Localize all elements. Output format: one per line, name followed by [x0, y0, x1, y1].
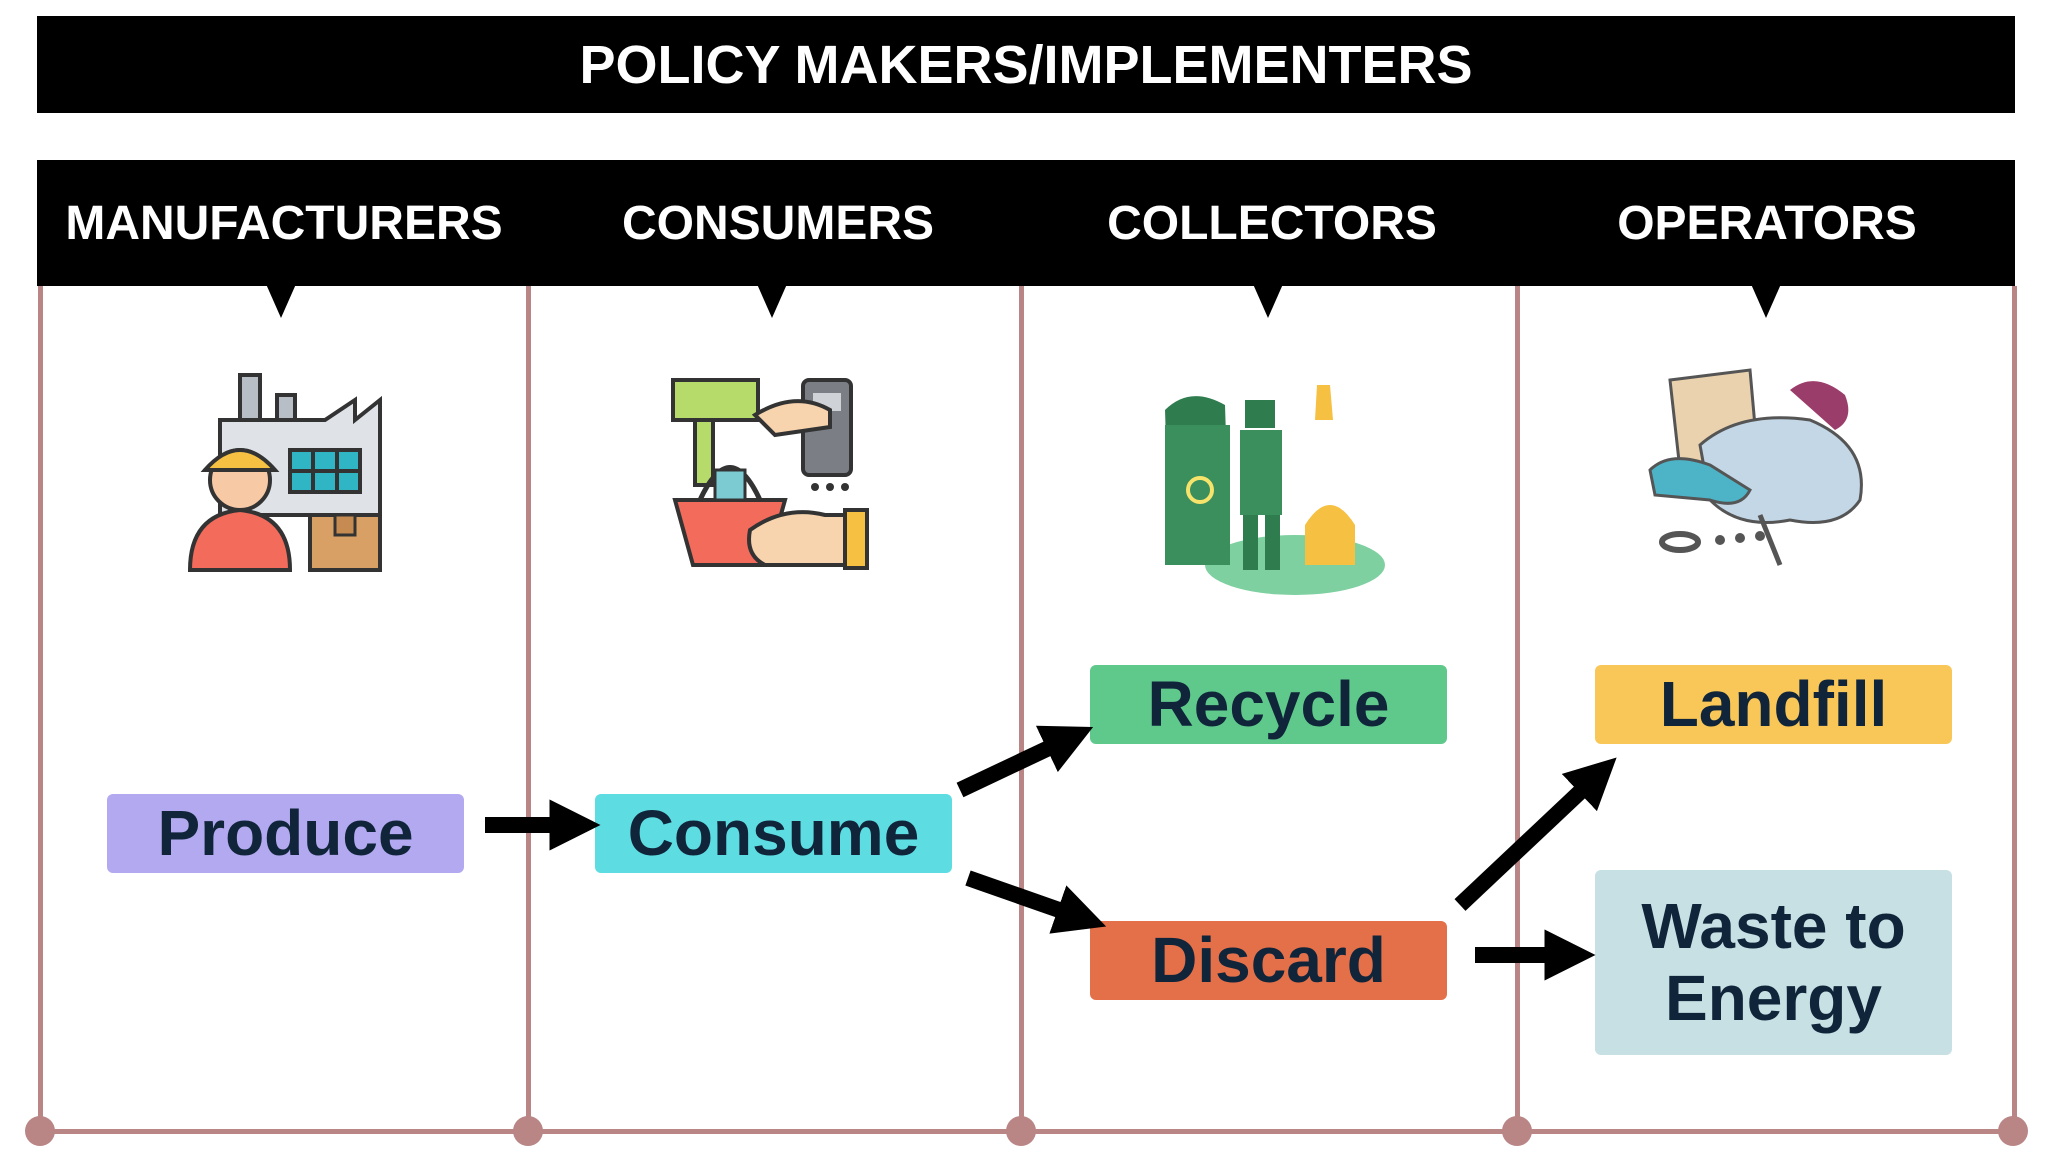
waste-pile-icon: [1648, 368, 1863, 566]
stage-recycle: Recycle: [1090, 665, 1447, 744]
stage-waste-to-energy: Waste to Energy: [1595, 870, 1952, 1055]
lane-divider-3: [1515, 286, 1520, 1132]
baseline-dot: [1006, 1116, 1036, 1146]
factory-worker-icon: [187, 373, 382, 572]
role-header-collectors: COLLECTORS: [1107, 196, 1437, 250]
arrow-consume-to-recycle: [956, 725, 1094, 798]
baseline-dot: [513, 1116, 543, 1146]
shopping-payment-icon: [671, 378, 869, 570]
policy-makers-banner: POLICY MAKERS/IMPLEMENTERS: [37, 16, 2015, 113]
manufacturers-pointer: [266, 284, 296, 318]
role-header-operators: OPERATORS: [1617, 196, 1917, 250]
lane-divider-1: [526, 286, 531, 1132]
role-header-manufacturers: MANUFACTURERS: [65, 196, 503, 250]
lane-divider-right: [2012, 286, 2017, 1132]
stage-produce: Produce: [107, 794, 464, 873]
stage-consume: Consume: [595, 794, 952, 873]
waste-collector-icon: [1165, 385, 1385, 595]
lane-divider-left: [38, 286, 43, 1132]
stage-landfill: Landfill: [1595, 665, 1952, 744]
lane-divider-2: [1019, 286, 1024, 1132]
operators-pointer: [1751, 284, 1781, 318]
baseline-dot: [25, 1116, 55, 1146]
role-header-consumers: CONSUMERS: [621, 196, 935, 250]
arrow-discard-to-landfill: [1454, 757, 1617, 911]
collectors-pointer: [1253, 284, 1283, 318]
baseline-dot: [1998, 1116, 2028, 1146]
consumers-pointer: [757, 284, 787, 318]
roles-header-bar: [37, 160, 2015, 286]
baseline-dot: [1502, 1116, 1532, 1146]
stage-discard: Discard: [1090, 921, 1447, 1000]
arrow-consume-to-discard: [965, 870, 1107, 934]
